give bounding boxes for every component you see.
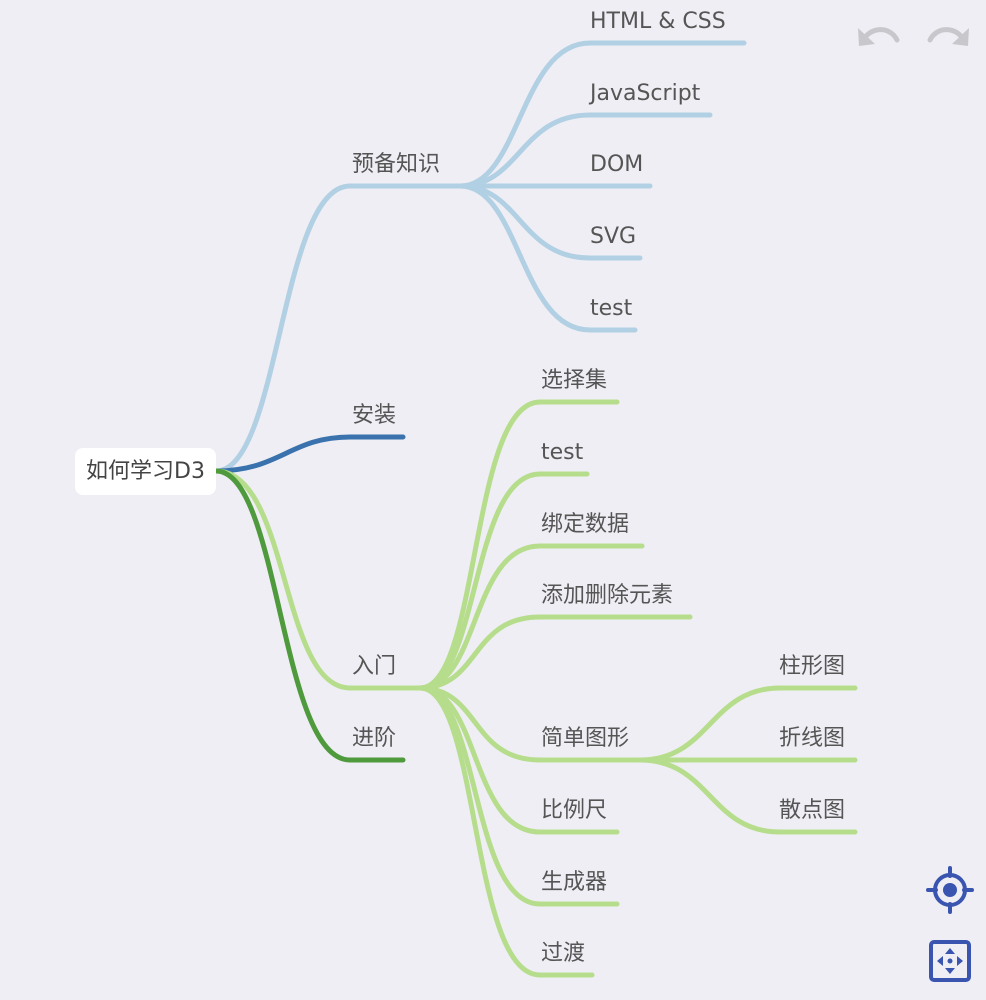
node-simple-shapes[interactable]: 简单图形 xyxy=(541,726,630,751)
node-advanced[interactable]: 进阶 xyxy=(352,726,397,751)
node-intro[interactable]: 入门 xyxy=(352,654,397,679)
node-add-remove[interactable]: 添加删除元素 xyxy=(541,583,674,608)
node-prep[interactable]: 预备知识 xyxy=(352,152,441,177)
node-dom[interactable]: DOM xyxy=(590,152,644,177)
intro-links xyxy=(213,399,858,978)
node-transition[interactable]: 过渡 xyxy=(541,941,586,966)
undo-icon xyxy=(858,27,900,46)
node-selection[interactable]: 选择集 xyxy=(541,368,608,393)
node-html-css[interactable]: HTML & CSS xyxy=(590,9,726,34)
install-link xyxy=(213,434,406,474)
node-scatter-chart[interactable]: 散点图 xyxy=(779,798,846,823)
node-generator[interactable]: 生成器 xyxy=(541,870,608,895)
node-javascript[interactable]: JavaScript xyxy=(590,81,701,106)
root-node[interactable]: 如何学习D3 xyxy=(75,448,216,495)
node-test-prep[interactable]: test xyxy=(590,296,633,321)
prep-links xyxy=(213,40,747,474)
node-svg[interactable]: SVG xyxy=(590,224,637,249)
fit-view-button[interactable] xyxy=(928,939,972,987)
redo-icon xyxy=(927,27,969,46)
node-bind-data[interactable]: 绑定数据 xyxy=(541,512,630,537)
node-scale[interactable]: 比例尺 xyxy=(541,798,608,823)
redo-button[interactable] xyxy=(926,20,972,52)
node-install[interactable]: 安装 xyxy=(352,403,397,428)
target-icon xyxy=(926,866,974,914)
locate-root-button[interactable] xyxy=(926,866,974,918)
undo-button[interactable] xyxy=(855,20,901,52)
node-line-chart[interactable]: 折线图 xyxy=(779,726,846,751)
node-bar-chart[interactable]: 柱形图 xyxy=(779,654,846,679)
node-test-intro[interactable]: test xyxy=(541,440,584,465)
advanced-link xyxy=(213,468,406,763)
fit-view-icon xyxy=(929,940,971,982)
